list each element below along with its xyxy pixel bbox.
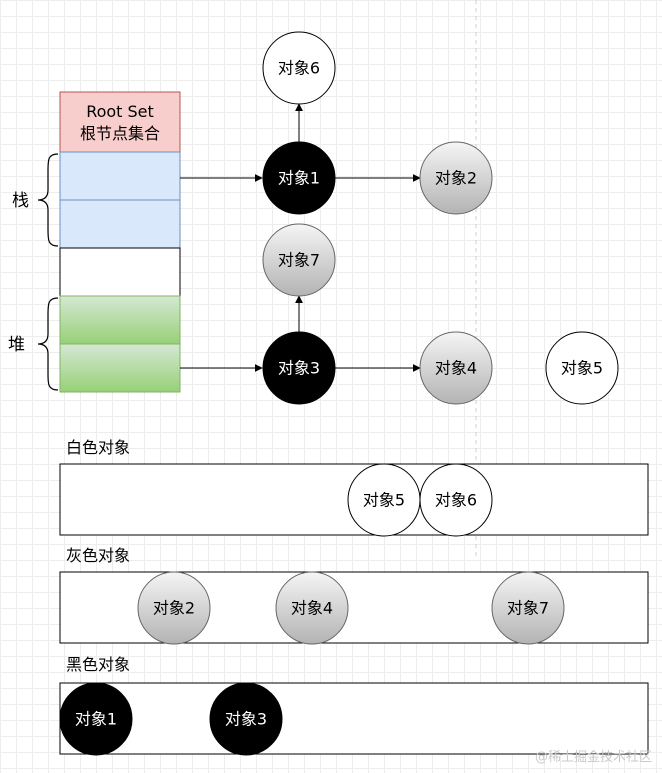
root-set-box: [59, 91, 181, 153]
object-3-label: 对象3: [278, 359, 320, 378]
black-item-2-label: 对象3: [225, 710, 267, 729]
empty-cell: [59, 247, 181, 297]
object-4-label: 对象4: [435, 359, 477, 378]
object-3-node: [262, 331, 336, 405]
white-item-2-node: [419, 463, 493, 537]
stack-brace: [37, 153, 59, 247]
black-section-title: 黑色对象: [66, 655, 130, 674]
object-4-node: [419, 331, 493, 405]
object-7-label: 对象7: [278, 251, 320, 270]
heap-label: 堆: [8, 335, 25, 355]
gray-item-1-node: [137, 571, 211, 645]
object-1-label: 对象1: [278, 169, 320, 188]
heap-brace: [37, 297, 59, 391]
gray-item-3-label: 对象7: [507, 599, 549, 618]
stack-label: 栈: [12, 191, 29, 211]
object-5-label: 对象5: [561, 359, 603, 378]
white-item-1-label: 对象5: [363, 491, 405, 510]
object-7-node: [262, 223, 336, 297]
heap-cell-1: [59, 295, 181, 345]
black-item-2-node: [209, 682, 283, 756]
gray-section-title: 灰色对象: [66, 546, 130, 565]
white-item-2-label: 对象6: [435, 491, 477, 510]
black-section-box: [59, 682, 649, 755]
black-item-1-node: [59, 682, 133, 756]
root-set-label-1: Root Set: [86, 102, 154, 121]
watermark: @稀土掘金技术社区: [534, 750, 652, 765]
object-2-label: 对象2: [435, 169, 477, 188]
gray-item-2-node: [275, 571, 349, 645]
gray-item-1-label: 对象2: [153, 599, 195, 618]
white-section-title: 白色对象: [66, 438, 130, 457]
heap-cell-2: [59, 343, 181, 393]
object-6-label: 对象6: [278, 59, 320, 78]
object-2-node: [419, 141, 493, 215]
black-item-1-label: 对象1: [75, 710, 117, 729]
object-1-node: [262, 141, 336, 215]
root-set-label-2: 根节点集合: [80, 124, 160, 143]
object-5-node: [545, 331, 619, 405]
stack-cell-1: [59, 151, 181, 201]
object-6-node: [262, 31, 336, 105]
stack-cell-2: [59, 199, 181, 249]
gray-item-2-label: 对象4: [291, 599, 333, 618]
gray-item-3-node: [491, 571, 565, 645]
